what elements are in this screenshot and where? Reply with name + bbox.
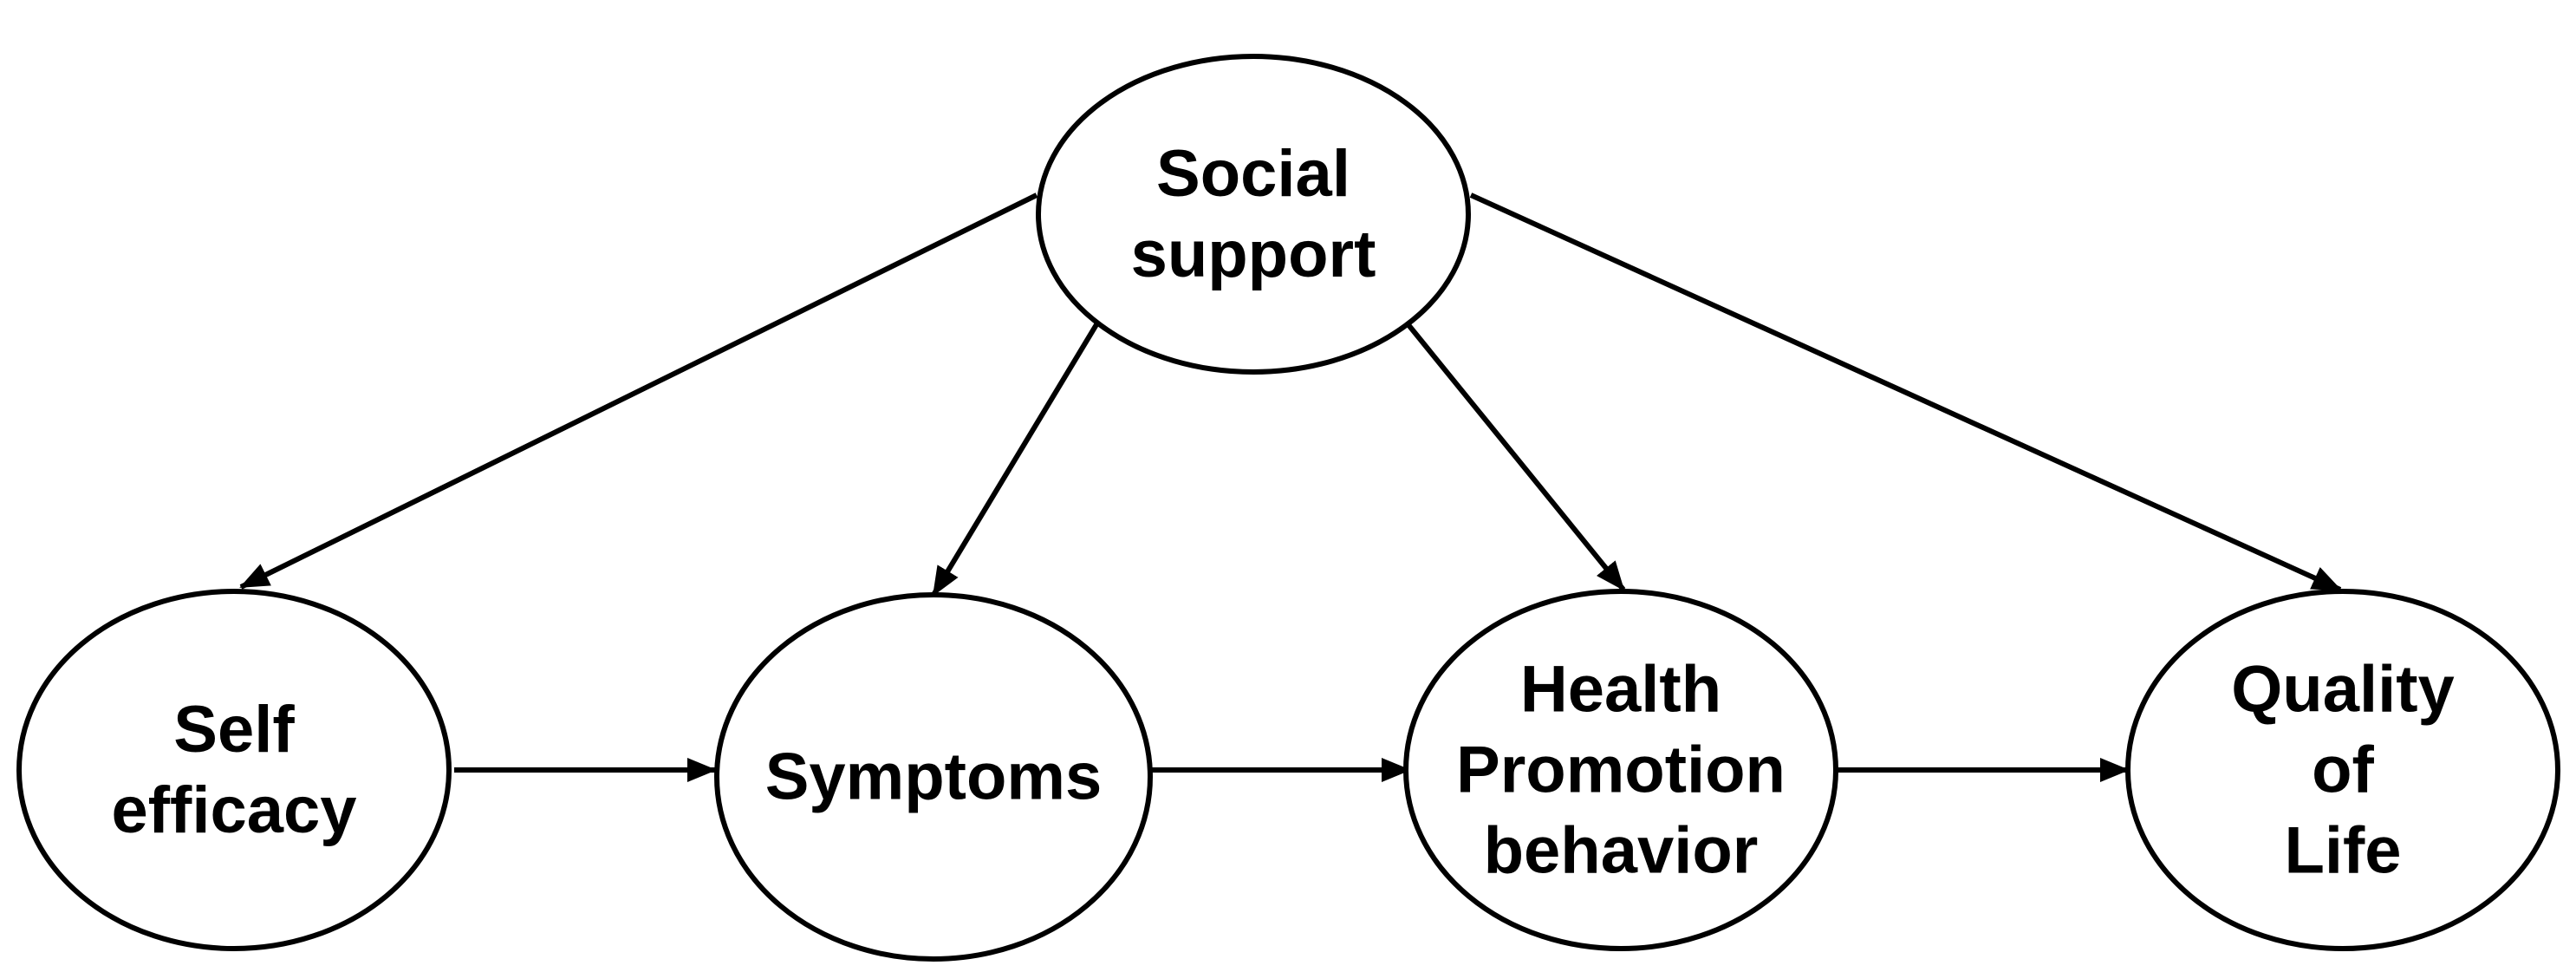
node-self-efficacy-label-line: efficacy bbox=[111, 773, 356, 847]
node-social-support-ellipse bbox=[1036, 54, 1471, 375]
node-quality-of-life-label-line: Life bbox=[2284, 814, 2401, 888]
node-health-promotion-behavior-label-line: Health bbox=[1520, 653, 1721, 727]
arrow-social-support-to-self-efficacy bbox=[239, 192, 1038, 590]
node-social-support-label-line: Social bbox=[1156, 137, 1350, 211]
node-health-promotion-behavior-ellipse bbox=[1403, 589, 1838, 951]
node-symptoms: Symptoms bbox=[714, 592, 1153, 962]
arrow-social-support-to-health-promotion bbox=[1403, 320, 1626, 591]
edges bbox=[239, 192, 2342, 782]
arrow-social-support-to-symptoms bbox=[931, 320, 1101, 597]
node-quality-of-life-ellipse bbox=[2125, 589, 2560, 951]
node-quality-of-life-label-line: Quality bbox=[2231, 653, 2455, 727]
node-health-promotion-behavior-label-line: behavior bbox=[1484, 814, 1759, 888]
node-self-efficacy-ellipse bbox=[16, 589, 452, 951]
node-social-support-label-line: support bbox=[1131, 218, 1376, 291]
node-symptoms-ellipse bbox=[714, 592, 1153, 962]
node-quality-of-life-label-line: of bbox=[2312, 734, 2374, 807]
node-symptoms-label-line: Symptoms bbox=[765, 740, 1103, 814]
node-health-promotion-behavior-label-line: Promotion bbox=[1456, 734, 1786, 807]
node-symptoms-label: Symptoms bbox=[765, 740, 1103, 814]
arrow-social-support-to-quality-of-life bbox=[1469, 192, 2342, 592]
node-self-efficacy-label-line: Self bbox=[173, 693, 295, 767]
